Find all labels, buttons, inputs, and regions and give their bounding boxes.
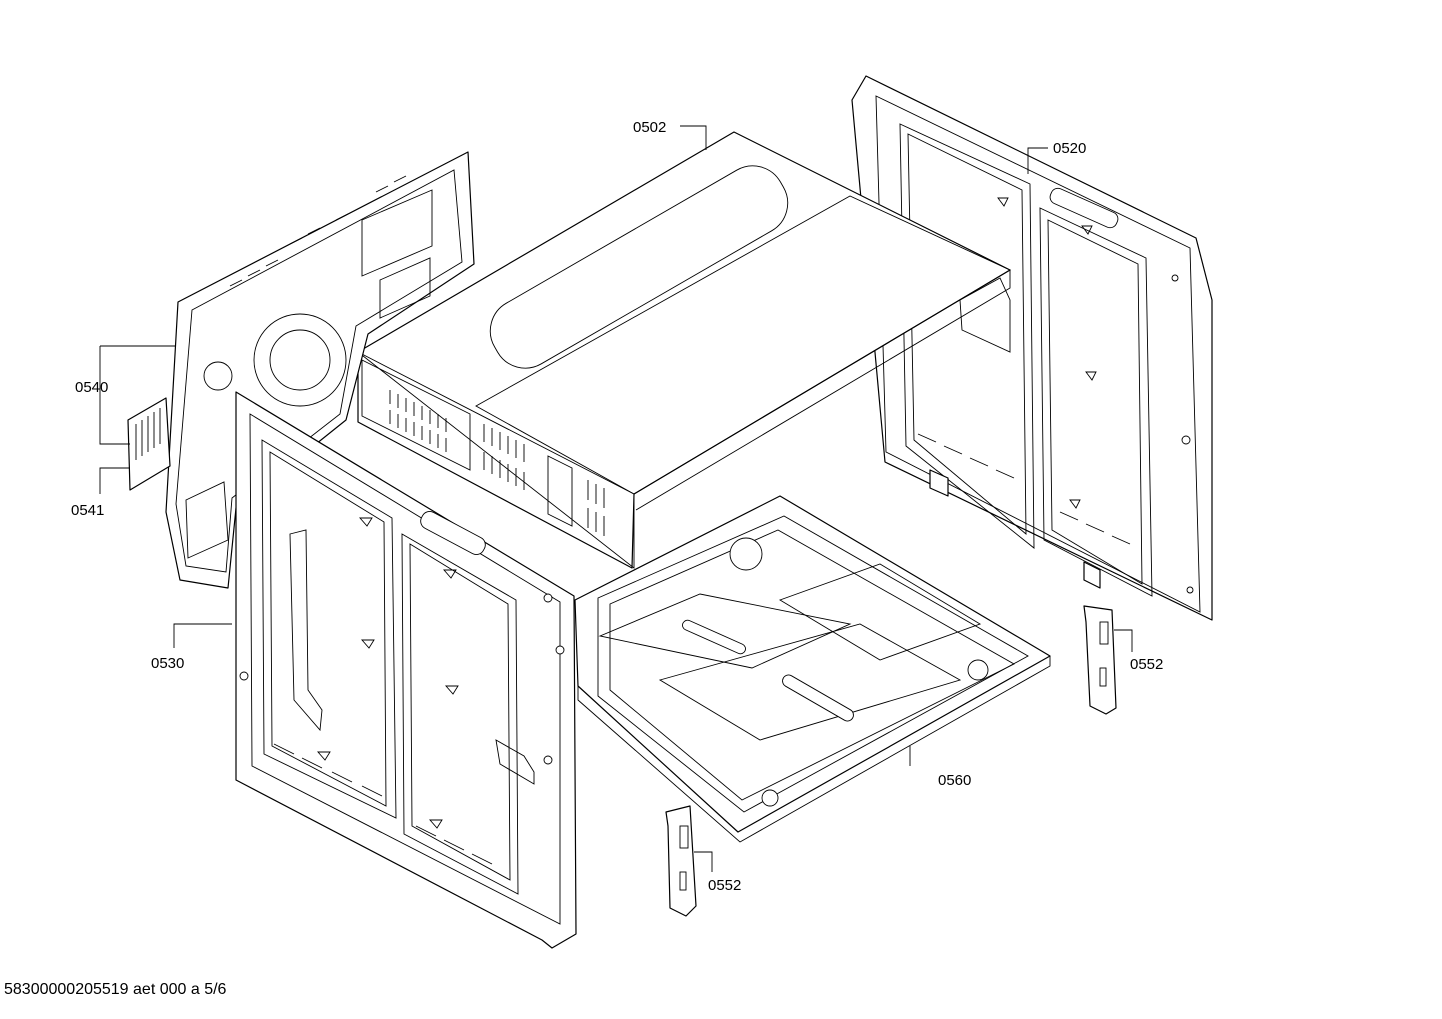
part-0541-grille-bracket	[127, 397, 171, 491]
label-0540: 0540	[75, 379, 108, 396]
part-0552-hinge-bracket-right	[1083, 605, 1117, 715]
leader-lines	[99, 125, 1133, 872]
label-0560: 0560	[938, 772, 971, 789]
label-0552-lower: 0552	[708, 877, 741, 894]
part-0502-top-cover	[357, 131, 1011, 569]
leader-0530	[173, 623, 232, 648]
leader-0502	[680, 125, 707, 150]
leader-0541	[99, 467, 130, 494]
label-0520: 0520	[1053, 140, 1086, 157]
leader-0552-right	[1114, 629, 1133, 652]
leader-0552-lower	[694, 851, 713, 872]
part-0552-hinge-bracket-lower	[665, 805, 697, 917]
document-code: 58300000205519 aet 000 a 5/6	[4, 981, 227, 998]
leader-0540	[99, 345, 176, 445]
label-0541: 0541	[71, 502, 104, 519]
label-0502: 0502	[633, 119, 666, 136]
label-0530: 0530	[151, 655, 184, 672]
part-0530-left-side-panel	[235, 391, 577, 949]
leader-0520	[1027, 147, 1048, 174]
part-0520-right-side-panel	[851, 75, 1213, 621]
part-0560-bottom-plate	[574, 495, 1051, 843]
part-labels: 0502 0520 0530 0540 0541 0552 0552 0560	[71, 119, 1163, 894]
label-0552-right: 0552	[1130, 656, 1163, 673]
